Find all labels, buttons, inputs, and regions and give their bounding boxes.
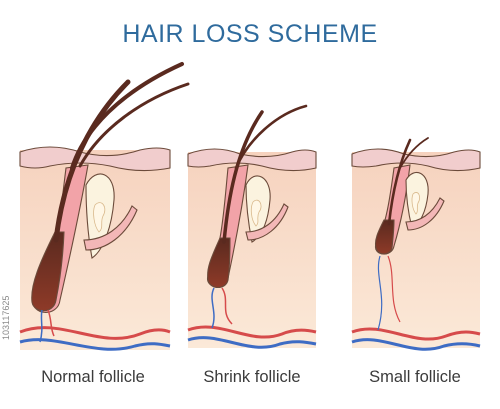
hair-shaft bbox=[234, 104, 308, 170]
gland-lobule bbox=[93, 202, 106, 233]
vein bbox=[19, 338, 171, 351]
hair-shaft bbox=[70, 62, 184, 170]
hair-shaft bbox=[78, 82, 190, 168]
capillary bbox=[377, 255, 383, 331]
diagram-title: HAIR LOSS SCHEME bbox=[122, 20, 377, 48]
hair-bulb bbox=[31, 231, 65, 312]
caption-shrink-follicle: Shrink follicle bbox=[203, 368, 300, 386]
caption-normal-follicle: Normal follicle bbox=[41, 368, 145, 386]
capillary bbox=[47, 309, 55, 337]
gland-lobule bbox=[411, 192, 421, 215]
artery bbox=[19, 326, 171, 340]
gland-lobule bbox=[250, 199, 262, 227]
capillary bbox=[39, 309, 43, 343]
arrector-pili-muscle bbox=[245, 203, 289, 241]
panel-normal-follicle: Normal follicle bbox=[19, 62, 190, 386]
hair-bulb bbox=[374, 219, 395, 255]
stock-image-id: 103117625 bbox=[1, 296, 11, 340]
panel-small-follicle: Small follicle bbox=[351, 137, 481, 386]
hair-shaft bbox=[222, 110, 264, 244]
caption-small-follicle: Small follicle bbox=[369, 368, 461, 386]
hair-shaft bbox=[387, 138, 412, 226]
vein bbox=[351, 338, 481, 351]
panel-shrink-follicle: Shrink follicle bbox=[187, 104, 317, 386]
arrector-pili-muscle bbox=[405, 197, 445, 231]
hair-bulb bbox=[207, 237, 231, 289]
artery bbox=[351, 327, 481, 341]
vein bbox=[187, 336, 317, 349]
hair-shaft bbox=[399, 137, 429, 169]
capillary bbox=[211, 287, 215, 329]
capillary bbox=[221, 287, 233, 325]
arrector-pili-muscle bbox=[83, 205, 138, 251]
capillary bbox=[387, 255, 401, 323]
